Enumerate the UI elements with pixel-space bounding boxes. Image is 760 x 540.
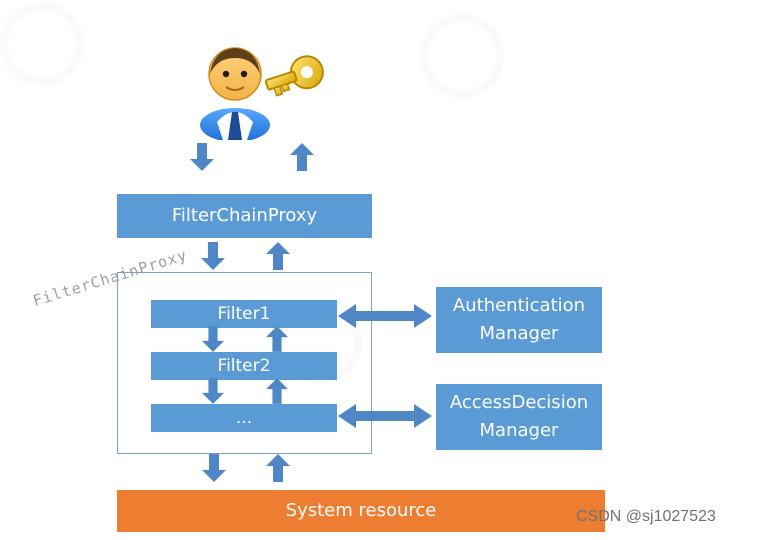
authentication-manager-box: Authentication Manager [436, 287, 602, 353]
access-decision-manager-box: AccessDecision Manager [436, 384, 602, 450]
arrow-icon [190, 143, 214, 171]
arrow-icon [202, 326, 224, 352]
filter-chain-proxy-label: FilterChainProxy [171, 205, 318, 226]
user-key-icon [200, 47, 324, 142]
arrow-icon [266, 242, 290, 270]
arrow-icon [202, 454, 226, 482]
watermark-circle [420, 14, 504, 98]
arrow-icon [266, 326, 288, 352]
filter2-box: Filter2 [151, 352, 337, 380]
arrow-icon [266, 378, 288, 404]
arrow-icon [266, 454, 290, 482]
filter2-label: Filter2 [217, 356, 271, 376]
double-arrow-icon [338, 304, 432, 328]
arrow-icon [201, 242, 225, 270]
access-decision-manager-label: AccessDecision Manager [449, 392, 589, 441]
arrow-icon [202, 378, 224, 404]
filter-chain-container [117, 272, 372, 454]
filter1-box: Filter1 [151, 300, 337, 328]
arrow-icon [290, 143, 314, 171]
filter-chain-proxy-box: FilterChainProxy [117, 194, 372, 238]
csdn-watermark: CSDN @sj1027523 [576, 508, 716, 525]
watermark-circle [0, 2, 84, 86]
double-arrow-icon [338, 404, 432, 428]
system-resource-box: System resource [117, 490, 605, 532]
system-resource-label: System resource [285, 500, 437, 521]
filter-ellipsis-box: ... [151, 404, 337, 432]
authentication-manager-label: Authentication Manager [452, 295, 586, 344]
filter-ellipsis-label: ... [235, 408, 253, 428]
user-key-icon [198, 40, 326, 142]
filter1-label: Filter1 [217, 304, 271, 324]
